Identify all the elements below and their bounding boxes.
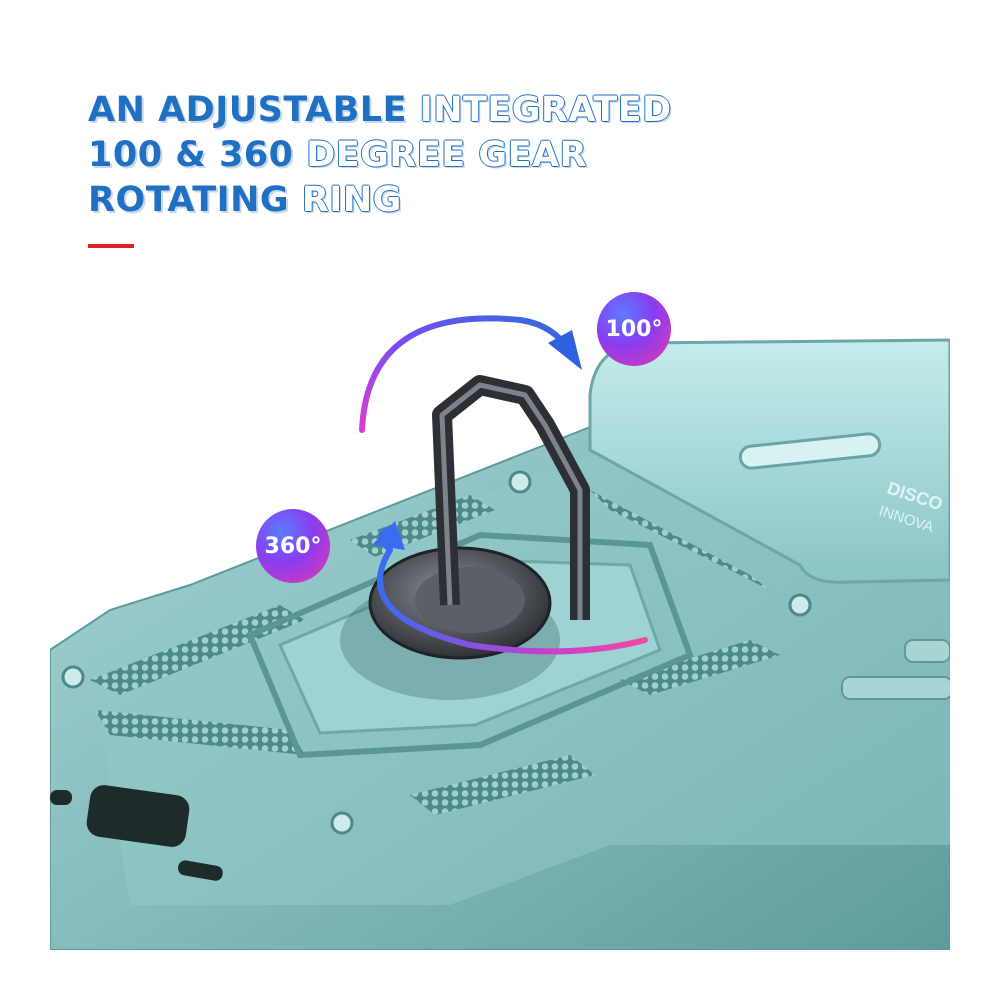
side-button bbox=[904, 639, 950, 663]
grip-panel bbox=[410, 755, 595, 815]
rotation-arrow-head bbox=[548, 330, 582, 370]
armor-frame bbox=[246, 531, 694, 759]
headline: AN ADJUSTABLE INTEGRATED 100 & 360 DEGRE… bbox=[88, 88, 672, 223]
headline-rest: RING bbox=[289, 180, 402, 220]
speaker-slot bbox=[50, 790, 72, 805]
grip-panel bbox=[620, 640, 780, 695]
badge-100-degree: 100° bbox=[597, 292, 671, 366]
headline-line-2: 100 & 360 DEGREE GEAR bbox=[88, 133, 672, 178]
rotation-arrow-100 bbox=[359, 315, 573, 433]
grip-panel bbox=[590, 490, 770, 590]
headline-accent: ROTATING bbox=[88, 180, 290, 220]
rotation-arrow-head bbox=[372, 521, 405, 550]
grip-panel bbox=[95, 710, 305, 755]
red-accent-rule bbox=[88, 244, 134, 248]
ring-disc-center bbox=[415, 567, 525, 633]
screw bbox=[61, 470, 812, 835]
phone-case-image: DISCO INNOVA bbox=[50, 315, 950, 950]
slider-grip bbox=[738, 432, 882, 470]
headline-accent: AN ADJUSTABLE bbox=[88, 90, 407, 130]
headline-accent: 100 & 360 bbox=[88, 135, 294, 175]
headline-line-3: ROTATING RING bbox=[88, 178, 672, 223]
side-button bbox=[841, 676, 950, 700]
rotation-arrow-360 bbox=[377, 547, 648, 655]
headline-rest: DEGREE GEAR bbox=[293, 135, 588, 175]
headline-rest: INTEGRATED bbox=[407, 90, 672, 130]
headline-line-1: AN ADJUSTABLE INTEGRATED bbox=[88, 88, 672, 133]
grip-panel bbox=[90, 605, 305, 695]
speaker-slot bbox=[178, 860, 223, 881]
badge-360-degree: 360° bbox=[256, 509, 330, 583]
charging-port bbox=[86, 785, 190, 847]
ring-loop-highlight bbox=[439, 382, 583, 620]
